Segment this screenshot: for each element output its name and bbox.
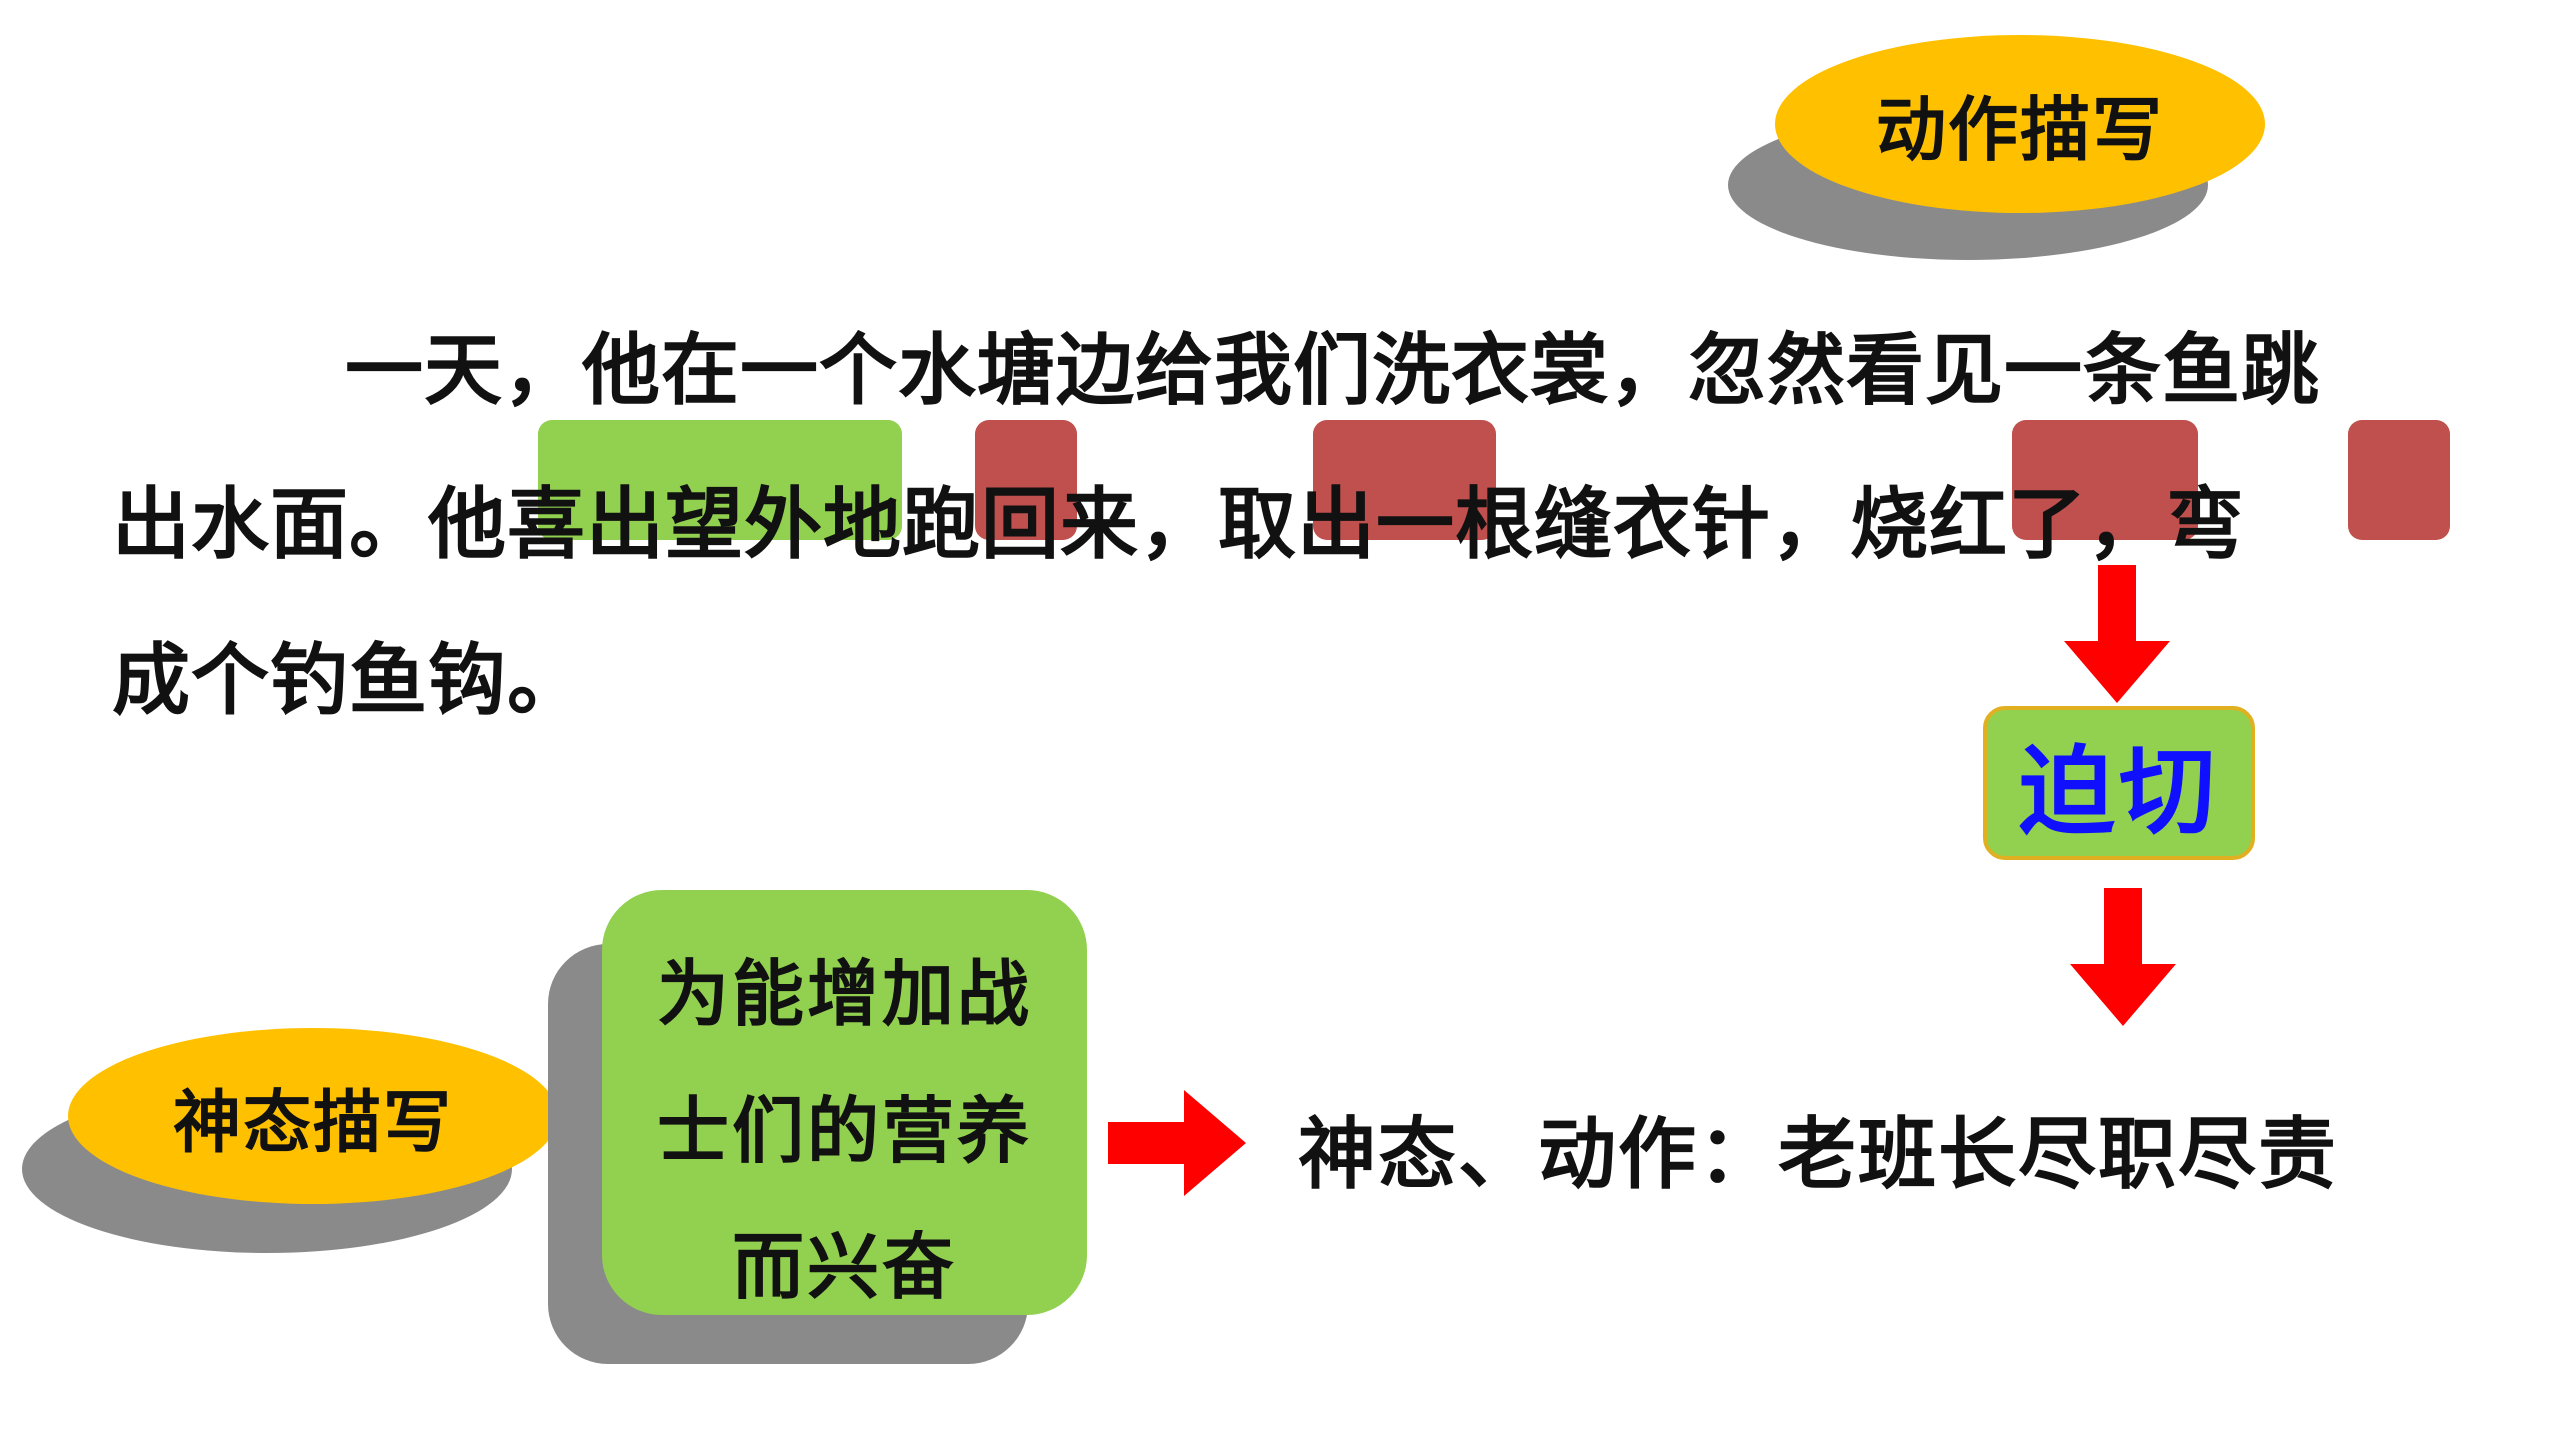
- motivation-line-2: 士们的营养: [656, 1089, 1032, 1173]
- motivation-line-1: 为能增加战: [656, 952, 1032, 1036]
- highlight-bend: [2348, 420, 2450, 540]
- paragraph-line-3: 成个钓鱼钩。: [112, 635, 587, 726]
- motivation-line-3: 而兴奋: [731, 1225, 957, 1309]
- motivation-box: 为能增加战 士们的营养 而兴奋: [602, 890, 1087, 1315]
- right-arrow-icon: [1108, 1090, 1246, 1196]
- highlight-burn-red: [2012, 420, 2198, 540]
- paragraph-line-1: 一天，他在一个水塘边给我们洗衣裳，忽然看见一条鱼跳: [345, 325, 2321, 416]
- down-arrow-2-icon: [2070, 888, 2176, 1026]
- highlight-run: [975, 420, 1077, 540]
- conclusion-text: 神态、动作：老班长尽职尽责: [1298, 1110, 2339, 1200]
- urgent-label-box: 迫切: [1983, 706, 2255, 860]
- expression-description-badge: 神态描写: [68, 1028, 558, 1204]
- paragraph-line-2: 出水面。他喜出望外地跑回来，取出一根缝衣针，烧红了，弯: [112, 479, 2246, 570]
- down-arrow-1-icon: [2064, 565, 2170, 703]
- highlight-take-out: [1313, 420, 1496, 540]
- highlight-delighted: [538, 420, 902, 540]
- action-description-badge: 动作描写: [1775, 35, 2265, 213]
